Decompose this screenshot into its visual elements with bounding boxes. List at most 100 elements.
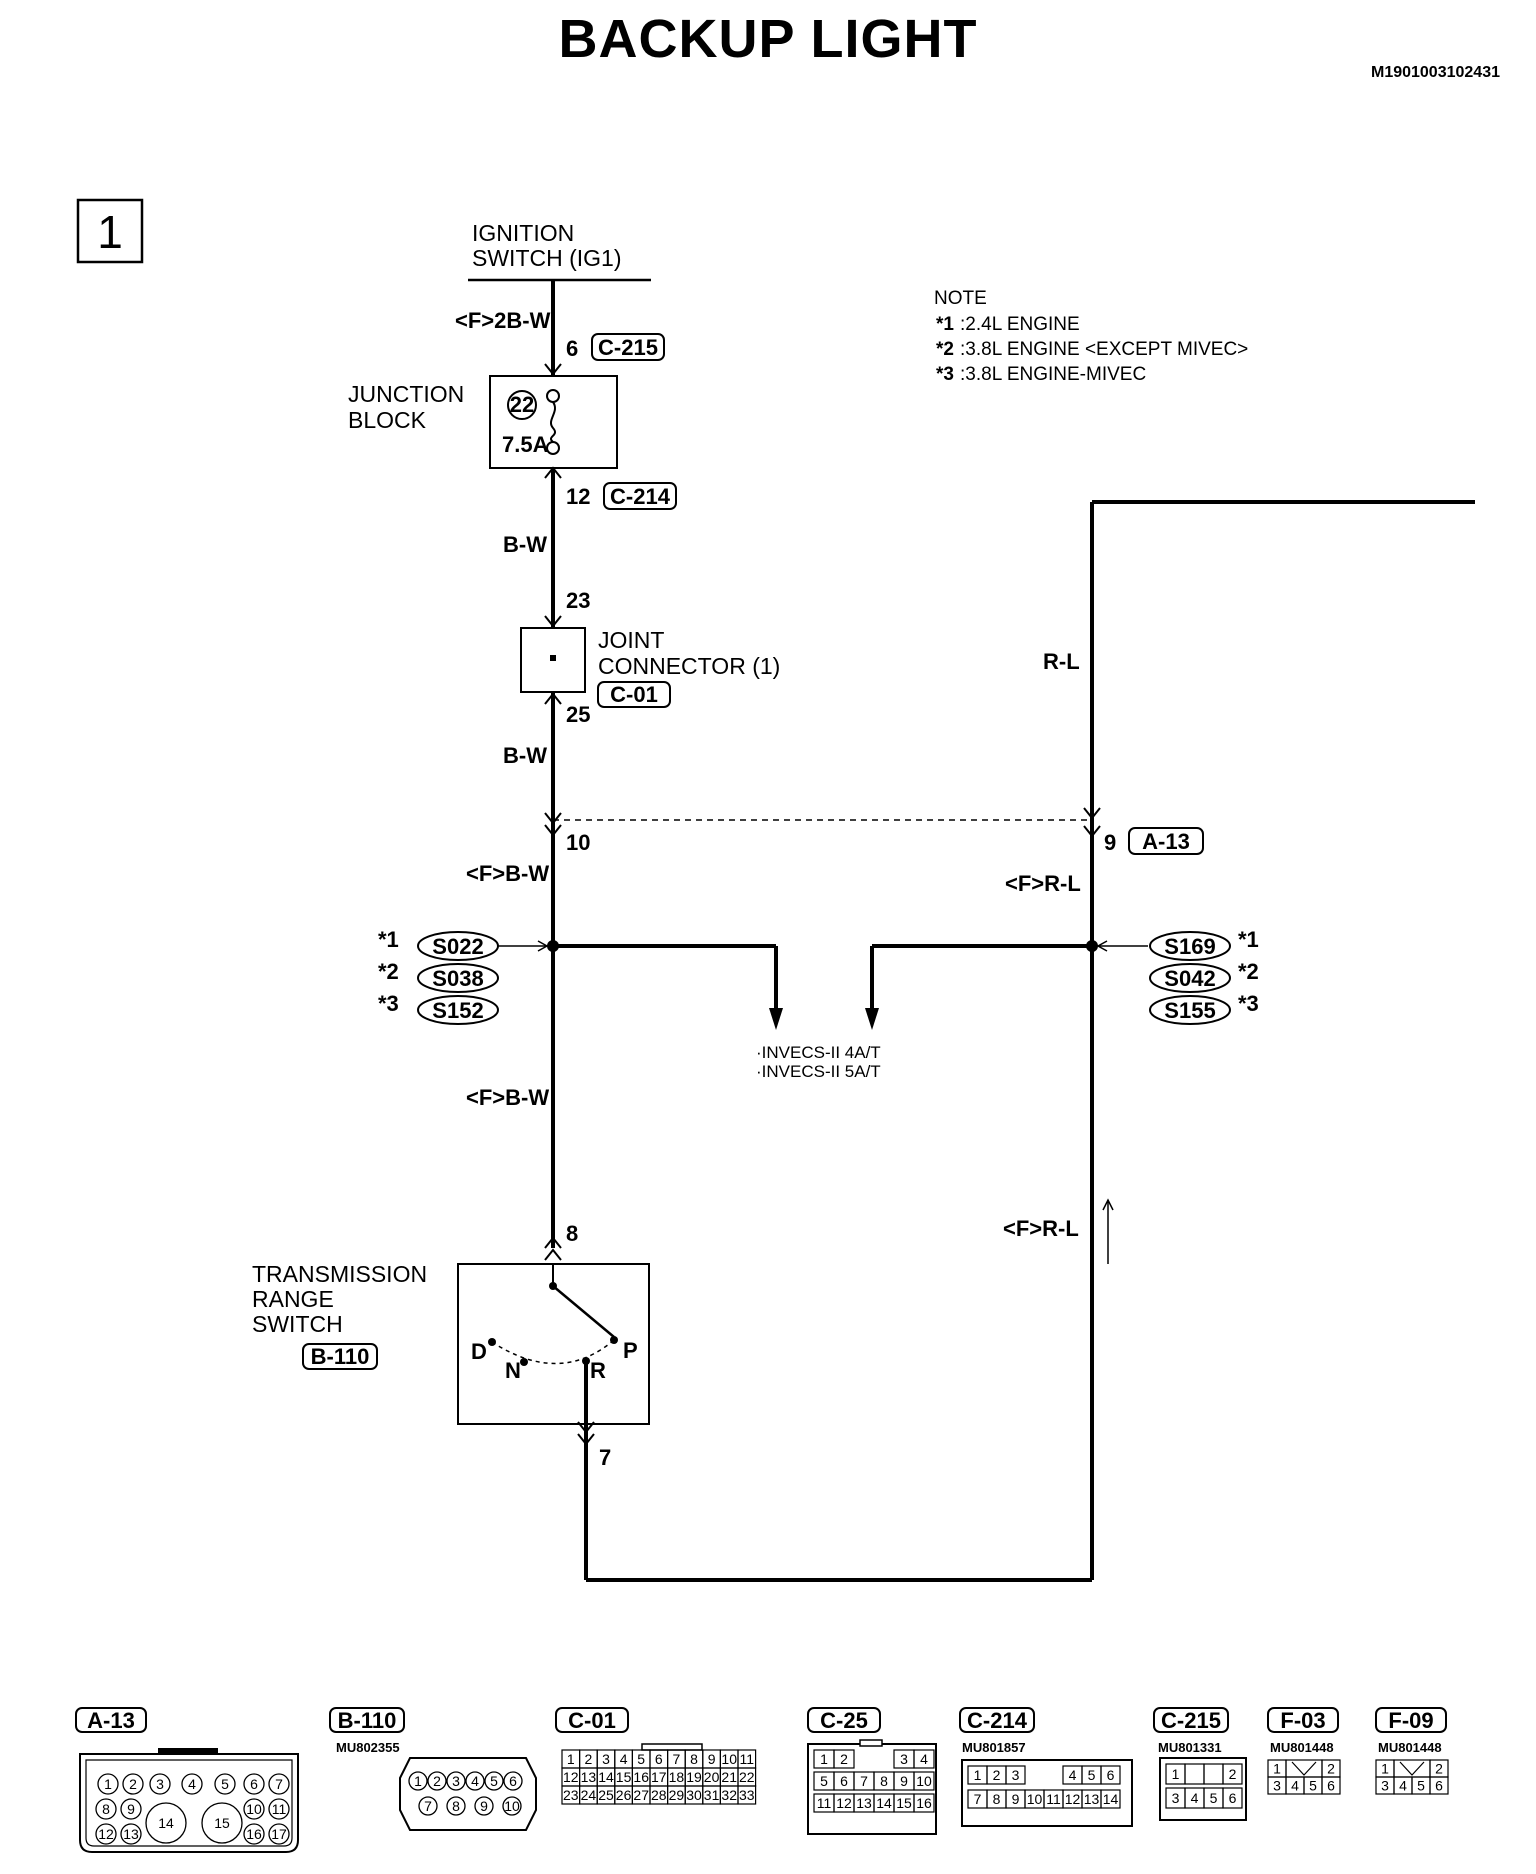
terminal-number: 3 xyxy=(1012,1767,1020,1783)
terminal-number: 3 xyxy=(1273,1778,1281,1794)
svg-text:6: 6 xyxy=(509,1773,517,1789)
terminal-number: 13 xyxy=(856,1795,872,1811)
svg-text:5: 5 xyxy=(490,1773,498,1789)
position-d: D xyxy=(471,1339,487,1364)
connector-face-f03-part: MU801448 xyxy=(1270,1740,1334,1755)
destination-line-1: ·INVECS-II 4A/T xyxy=(756,1043,881,1062)
wire-label-f-b-w-2: <F>B-W xyxy=(466,1085,549,1110)
svg-text:4: 4 xyxy=(471,1773,479,1789)
terminal-number: 4 xyxy=(620,1751,628,1767)
terminal-number: 19 xyxy=(686,1769,702,1785)
splice-right-mark-1: *1 xyxy=(1238,927,1259,952)
svg-text:8: 8 xyxy=(102,1801,110,1817)
connector-face-f03-code: F-03 xyxy=(1280,1708,1325,1733)
terminal-number: 2 xyxy=(1229,1766,1237,1782)
note-mark-3: *3 xyxy=(936,364,954,385)
terminal-number: 25 xyxy=(598,1787,614,1803)
terminal-number: 1 xyxy=(820,1751,828,1767)
document-id: M1901003102431 xyxy=(1370,64,1500,81)
svg-text:7: 7 xyxy=(275,1776,283,1792)
terminal-number: 11 xyxy=(1046,1791,1061,1807)
connector-face-b110-part: MU802355 xyxy=(336,1740,400,1755)
terminal-number: 31 xyxy=(704,1787,720,1803)
terminal-number: 14 xyxy=(1103,1791,1119,1807)
svg-text:10: 10 xyxy=(246,1801,262,1817)
pin-joint-out: 25 xyxy=(566,702,590,727)
ignition-switch-label-2: SWITCH (IG1) xyxy=(472,245,622,271)
svg-text:10: 10 xyxy=(504,1798,520,1814)
svg-text:2: 2 xyxy=(129,1776,137,1792)
terminal-number: 10 xyxy=(916,1773,932,1789)
note-block: NOTE *1 :2.4L ENGINE *2 :3.8L ENGINE <EX… xyxy=(934,288,1248,385)
connector-face-c214-part: MU801857 xyxy=(962,1740,1026,1755)
splice-right-mark-3: *3 xyxy=(1238,991,1259,1016)
terminal-number: 16 xyxy=(633,1769,649,1785)
terminal-number: 14 xyxy=(598,1769,614,1785)
splice-left-mark-1: *1 xyxy=(378,927,399,952)
position-p: P xyxy=(623,1338,638,1363)
terminal-number: 33 xyxy=(739,1787,755,1803)
terminal-number: 8 xyxy=(880,1773,888,1789)
connector-tag-c214-label: C-214 xyxy=(610,484,671,509)
terminal-number: 12 xyxy=(563,1769,579,1785)
terminal-number: 15 xyxy=(616,1769,632,1785)
connector-face-b110-code: B-110 xyxy=(338,1708,397,1733)
terminal-number: 1 xyxy=(1273,1761,1281,1777)
wire-label-b-w-2: B-W xyxy=(503,743,547,768)
connector-tag-a13: A-13 xyxy=(1128,827,1204,855)
terminal-number: 24 xyxy=(581,1787,597,1803)
terminal-number: 9 xyxy=(1012,1791,1020,1807)
svg-text:3: 3 xyxy=(156,1776,164,1792)
terminal-number: 10 xyxy=(721,1751,737,1767)
fuse-rating: 7.5A xyxy=(502,432,549,457)
terminal-number: 30 xyxy=(686,1787,702,1803)
junction-block-label-2: BLOCK xyxy=(348,407,427,433)
terminal-number: 27 xyxy=(633,1787,649,1803)
connector-tag-c215: C-215 xyxy=(591,333,665,361)
terminal-number: 2 xyxy=(1327,1761,1335,1777)
terminal-number: 7 xyxy=(974,1791,982,1807)
svg-text:11: 11 xyxy=(272,1801,287,1817)
terminal-number: 2 xyxy=(840,1751,848,1767)
terminal-number: 6 xyxy=(1229,1790,1237,1806)
terminal-number: 8 xyxy=(993,1791,1001,1807)
terminal-number: 4 xyxy=(920,1751,928,1767)
wire-label-f-r-l-1: <F>R-L xyxy=(1005,871,1081,896)
terminal-number: 4 xyxy=(1191,1790,1199,1806)
connector-face-a13-code: A-13 xyxy=(87,1708,135,1733)
ignition-switch-label-1: IGNITION xyxy=(472,220,574,246)
terminal-number: 18 xyxy=(669,1769,685,1785)
fuse-element-icon xyxy=(550,401,556,443)
terminal-number: 4 xyxy=(1069,1767,1077,1783)
splice-right-code-2: S042 xyxy=(1164,966,1215,991)
connector-face-c215-part: MU801331 xyxy=(1158,1740,1222,1755)
svg-text:15: 15 xyxy=(214,1815,230,1831)
terminal-number: 32 xyxy=(721,1787,737,1803)
splice-left-mark-3: *3 xyxy=(378,991,399,1016)
terminal-number: 22 xyxy=(739,1769,755,1785)
terminal-number: 16 xyxy=(916,1795,932,1811)
splice-left-code-1: S022 xyxy=(432,934,483,959)
splice-left-code-3: S152 xyxy=(432,998,483,1023)
terminal-number: 3 xyxy=(1381,1778,1389,1794)
svg-text:1: 1 xyxy=(414,1773,422,1789)
destination-line-2: ·INVECS-II 5A/T xyxy=(756,1062,881,1081)
terminal-number: 12 xyxy=(836,1795,852,1811)
junction-block: JUNCTION BLOCK 22 7.5A xyxy=(348,375,618,469)
terminal-number: 5 xyxy=(820,1773,828,1789)
svg-text:16: 16 xyxy=(246,1826,262,1842)
terminal-number: 20 xyxy=(704,1769,720,1785)
joint-connector-label-2: CONNECTOR (1) xyxy=(598,653,780,679)
note-heading: NOTE xyxy=(934,288,987,309)
pin-joint-in: 23 xyxy=(566,588,590,613)
svg-text:14: 14 xyxy=(158,1815,174,1831)
wire-label-f-r-l-2: <F>R-L xyxy=(1003,1216,1079,1241)
terminal-number: 29 xyxy=(669,1787,685,1803)
